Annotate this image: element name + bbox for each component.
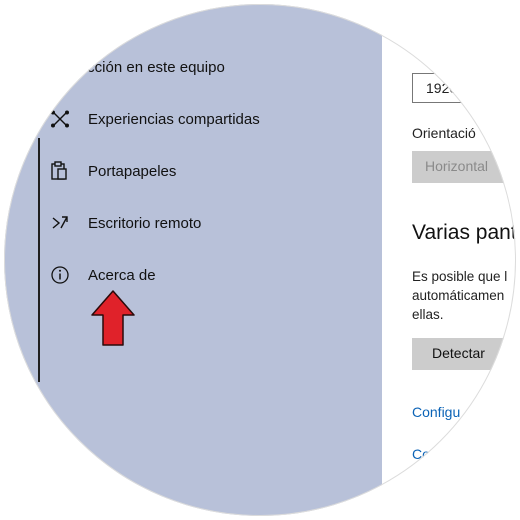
orientation-dropdown[interactable]: Horizontal xyxy=(412,151,516,183)
red-up-arrow-icon xyxy=(90,289,136,352)
configure-link[interactable]: Configu xyxy=(412,404,461,420)
info-icon xyxy=(50,265,76,285)
sidebar-edge-line xyxy=(38,138,40,382)
description-line: automáticamen xyxy=(412,288,505,303)
sidebar-item-label: Escritorio remoto xyxy=(88,214,202,232)
sidebar-item-clipboard[interactable]: Portapapeles xyxy=(50,156,350,186)
connect-link[interactable]: Co xyxy=(412,446,430,462)
sidebar-item-label: Portapapeles xyxy=(88,162,177,180)
resolution-dropdown[interactable]: 1920 xyxy=(412,73,516,103)
sidebar-item-remote-desktop[interactable]: Escritorio remoto xyxy=(50,208,350,238)
sidebar-item-shared-experiences[interactable]: Experiencias compartidas xyxy=(50,104,350,134)
remote-desktop-icon xyxy=(50,213,76,233)
sidebar-item-label: Acerca de xyxy=(88,266,156,284)
detect-button[interactable]: Detectar xyxy=(412,338,516,370)
shared-experiences-icon xyxy=(50,109,76,129)
multiple-displays-title: Varias pant xyxy=(412,221,516,244)
clipboard-icon xyxy=(50,161,76,181)
sidebar-item-label: Experiencias compartidas xyxy=(88,110,260,128)
sidebar-item-projection[interactable]: royección en este equipo xyxy=(58,52,358,82)
sidebar-item-label: royección en este equipo xyxy=(58,58,225,76)
display-settings-panel: 1920 Orientació Horizontal Varias pant E… xyxy=(382,4,516,516)
sidebar-item-about[interactable]: Acerca de xyxy=(50,260,350,290)
settings-sidebar: royección en este equipo Experiencias co… xyxy=(4,4,382,516)
multiple-displays-description: Es posible que l automáticamen ellas. xyxy=(412,267,507,324)
magnified-view: royección en este equipo Experiencias co… xyxy=(4,4,516,516)
description-line: ellas. xyxy=(412,307,444,322)
orientation-label: Orientació xyxy=(412,125,476,141)
description-line: Es posible que l xyxy=(412,269,508,284)
